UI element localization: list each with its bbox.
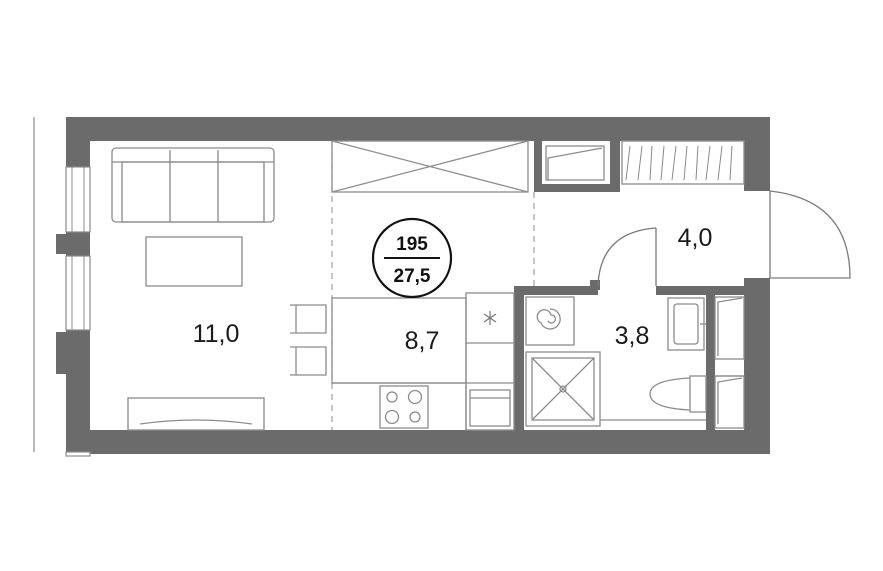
shaft-panels	[714, 296, 745, 429]
room-area-bathroom: 3,8	[615, 322, 650, 350]
kitchen-counter	[332, 292, 515, 431]
oven-icon	[469, 389, 511, 427]
apartment-badge: 195 27,5	[371, 217, 453, 299]
window-left-bottom	[65, 255, 91, 331]
storage-closet	[545, 145, 605, 181]
bar-stool-2	[290, 346, 327, 376]
entrance-door[interactable]	[769, 190, 851, 279]
apartment-number: 195	[396, 234, 428, 255]
bathroom-door[interactable]	[597, 227, 657, 287]
window-left-top	[65, 166, 91, 233]
tv-stand	[127, 397, 265, 431]
bar-counter	[331, 297, 467, 384]
wardrobe	[331, 140, 529, 193]
shower-tray	[525, 351, 601, 427]
window-left-stub	[65, 451, 91, 457]
walls	[56, 117, 770, 454]
sink-icon	[667, 297, 706, 351]
fridge-snowflake-icon	[483, 311, 497, 325]
sofa	[111, 147, 275, 223]
washing-machine-icon	[525, 296, 575, 346]
coat-rack	[621, 140, 745, 185]
room-area-kitchen: 8,7	[405, 327, 440, 355]
room-area-living: 11,0	[193, 320, 240, 348]
toilet-icon	[649, 375, 707, 413]
bar-stool-1	[290, 304, 327, 334]
total-area: 27,5	[394, 266, 431, 287]
stove-icon	[379, 385, 429, 429]
room-area-hall: 4,0	[678, 224, 713, 252]
coffee-table	[145, 236, 243, 287]
